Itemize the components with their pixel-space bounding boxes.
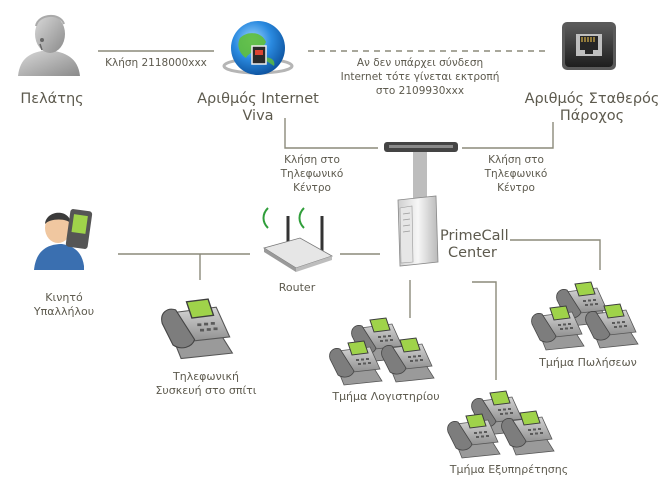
internet-number-label: Αριθμός Internet Viva <box>192 91 324 125</box>
dept-sales-label: Τμήμα Πωλήσεων <box>539 356 637 369</box>
call-center-left-line1: Κλήση στο <box>284 154 340 166</box>
connector-server-sales <box>510 239 601 270</box>
home-phone-label: Τηλεφωνική Συσκευή στο σπίτι <box>146 370 266 398</box>
connector-internet-server <box>284 118 378 149</box>
call-center-right-line2: Τηλεφωνικό <box>484 168 548 180</box>
call-center-left-label: Κλήση στο Τηλεφωνικό Κέντρο <box>270 153 354 195</box>
fixed-number-label: Αριθμός Σταθερός Πάροχος <box>522 91 662 125</box>
home-phone-label-line1: Τηλεφωνική <box>173 370 239 383</box>
call-center-left-line3: Κέντρο <box>293 182 331 194</box>
internet-number-label-line2: Viva <box>242 108 274 124</box>
call-center-right-line1: Κλήση στο <box>488 154 544 166</box>
connector-server-service <box>472 281 497 380</box>
mobile-user-icon <box>34 209 93 270</box>
router-icon <box>262 207 333 272</box>
fallback-note-line3: στο 2109930xxx <box>375 85 465 97</box>
fixed-number-label-line2: Πάροχος <box>559 108 625 124</box>
call-number-label: Κλήση 2118000xxx <box>105 57 207 69</box>
mobile-label: Κινητό Υπαλλήλου <box>22 291 106 319</box>
internet-number-label-line1: Αριθμός Internet <box>197 91 319 107</box>
dept-service-label: Τμήμα Εξυπηρέτησης <box>449 463 569 476</box>
customer-person-icon <box>18 15 80 76</box>
mobile-label-line2: Υπαλλήλου <box>33 305 95 318</box>
home-phone-icon <box>160 298 234 360</box>
router-label: Router <box>278 281 316 294</box>
primecall-label-line1: PrimeCall <box>440 228 509 244</box>
fixed-number-label-line1: Αριθμός Σταθερός <box>524 91 660 107</box>
home-phone-label-line2: Συσκευή στο σπίτι <box>155 384 257 397</box>
fallback-note-line1: Αν δεν υπάρχει σύνδεση <box>356 57 484 69</box>
primecall-label-line2: Center <box>448 245 497 261</box>
dept-accounting-label: Τμήμα Λογιστηρίου <box>332 390 440 403</box>
fallback-note-line2: Internet τότε γίνεται εκτροπή <box>340 71 500 83</box>
customer-label: Πελάτης <box>20 91 84 107</box>
primecall-center-label: PrimeCall Center <box>440 228 516 262</box>
ethernet-port-icon <box>562 22 616 70</box>
fallback-note: Αν δεν υπάρχει σύνδεση Internet τότε γίν… <box>330 56 510 98</box>
internet-globe-icon <box>222 21 294 75</box>
call-center-right-line3: Κέντρο <box>497 182 535 194</box>
mobile-label-line1: Κινητό <box>45 291 83 304</box>
server-icon <box>384 142 458 267</box>
call-center-left-line2: Τηλεφωνικό <box>280 168 344 180</box>
call-center-right-label: Κλήση στο Τηλεφωνικό Κέντρο <box>474 153 558 195</box>
connector-fixed-server <box>462 122 554 149</box>
